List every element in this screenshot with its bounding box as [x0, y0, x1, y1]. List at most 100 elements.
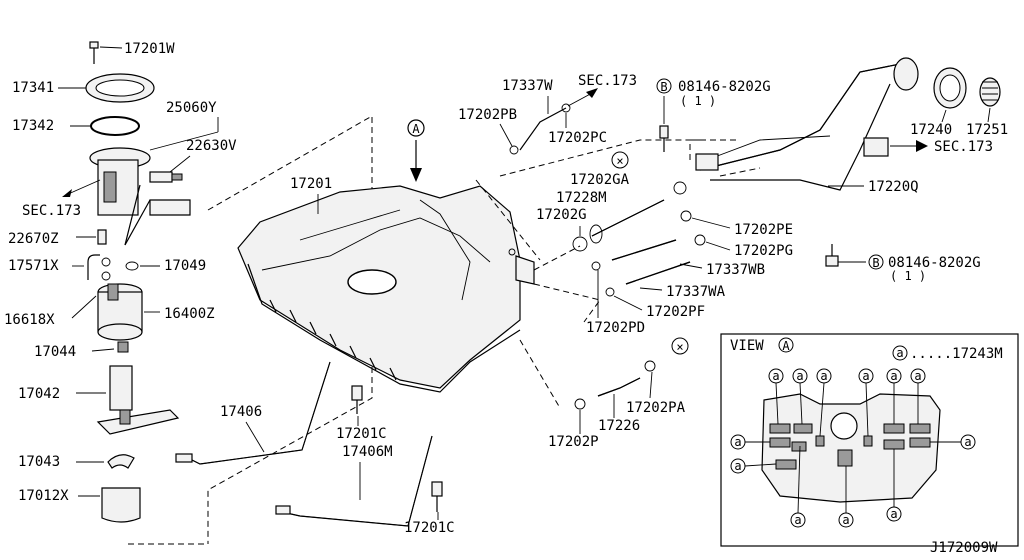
lock-ring-17341-icon [85, 73, 155, 103]
sec173-right-ref: SEC.173 [934, 139, 993, 155]
svg-text:a: a [890, 369, 897, 383]
view-a-title-marker: A [782, 339, 790, 353]
clamp-17202pb-icon [509, 145, 519, 155]
label-17202pf: 17202PF [646, 304, 705, 320]
view-a-inset: VIEW A a .....17243M a [720, 333, 1019, 547]
svg-text:a: a [820, 369, 827, 383]
svg-text:a: a [734, 435, 741, 449]
filler-ring-17240-icon [933, 67, 967, 109]
label-17201: 17201 [290, 176, 332, 192]
bolt-17201c-b-icon [431, 481, 443, 512]
tank-strap-17406-icon [175, 361, 331, 465]
label-17049: 17049 [164, 258, 206, 274]
clamp-17202pf-icon [605, 287, 615, 297]
gasket-17342-icon [90, 116, 140, 136]
o-ring-icon [101, 257, 111, 267]
label-17228m: 17228M [556, 190, 607, 206]
label-17337w: 17337W [502, 78, 553, 94]
strainer-17012x-icon [101, 487, 141, 523]
view-a-title: VIEW [730, 338, 764, 354]
label-22630v: 22630V [186, 138, 237, 154]
label-17220q: 17220Q [868, 179, 919, 195]
clamp-17202p-icon [574, 398, 586, 410]
label-17202pe: 17202PE [734, 222, 793, 238]
pads [769, 423, 931, 470]
bolt-b-right: B 08146-8202G ( 1 ) [825, 244, 981, 283]
label-16400z: 16400Z [164, 306, 215, 322]
a-markers: a a a a a a a a a [730, 368, 976, 528]
label-16618x: 16618X [4, 312, 55, 328]
label-17202pg: 17202PG [734, 243, 793, 259]
bolt-right-qty: ( 1 ) [890, 269, 926, 283]
bolt-17201c-a-icon [351, 385, 363, 414]
svg-text:a: a [890, 507, 897, 521]
arrow-left-icon [62, 189, 72, 197]
cross-marker-upper: × [611, 151, 629, 169]
arrow-up-right-icon [586, 88, 598, 98]
svg-text:a: a [734, 459, 741, 473]
o-ring-icon [101, 271, 111, 281]
bolt-b-top: B 08146-8202G ( 1 ) [656, 78, 771, 152]
assembly-leader-dashes [207, 115, 373, 544]
fuel-filter-16400z-icon [97, 283, 143, 341]
svg-text:×: × [676, 340, 683, 354]
sec173-left-ref: SEC.173 [22, 203, 81, 219]
diagram-code: J172009W [930, 540, 998, 556]
connector-22670z-icon [97, 229, 107, 245]
label-17342: 17342 [12, 118, 54, 134]
svg-text:a: a [896, 346, 903, 360]
hose-group: 17337W SEC.173 17202P B 17202PC × 17202GA… [458, 73, 793, 450]
label-17044: 17044 [34, 344, 76, 360]
pump-assembly-group: 17201W 17341 17342 25060Y 2263 [4, 41, 237, 523]
clamp-17202ga-icon [673, 181, 687, 195]
view-a-marker-label: A [412, 122, 420, 136]
svg-text:×: × [616, 154, 623, 168]
svg-text:a: a [796, 369, 803, 383]
clamp-17202pc-icon [561, 103, 571, 113]
bolt-top-code: 08146-8202G [678, 79, 771, 95]
label-17202ga: 17202GA [570, 172, 630, 188]
label-17240: 17240 [910, 122, 952, 138]
view-a-marker: A [407, 119, 425, 182]
label-25060y: 25060Y [166, 100, 217, 116]
label-17341: 17341 [12, 80, 54, 96]
label-17201c-a: 17201C [336, 426, 387, 442]
label-17043: 17043 [18, 454, 60, 470]
fuel-pump-17042-icon [96, 365, 180, 435]
arrow-right-icon [916, 140, 928, 152]
bolt-top-qty: ( 1 ) [680, 94, 716, 108]
clamp-17202pa-icon [644, 360, 656, 372]
label-17406: 17406 [220, 404, 262, 420]
label-17202pa: 17202PA [626, 400, 686, 416]
svg-text:a: a [964, 435, 971, 449]
cross-marker-lower: × [671, 337, 689, 355]
label-17012x: 17012X [18, 488, 69, 504]
label-17337wb: 17337WB [706, 262, 765, 278]
fuel-pump-module-25060y-icon [89, 147, 191, 246]
filler-tube-17220q-icon [695, 57, 919, 191]
label-17226: 17226 [598, 418, 640, 434]
label-17406m: 17406M [342, 444, 393, 460]
clamp-17202pe-icon [680, 210, 692, 222]
svg-text:a: a [794, 513, 801, 527]
fuel-tank-17201-icon [237, 185, 535, 393]
fuel-cap-17251-icon [979, 77, 1001, 107]
label-17201c-b: 17201C [404, 520, 455, 536]
label-17201w: 17201W [124, 41, 175, 57]
clamp-17202pg-icon [694, 234, 706, 246]
label-17042: 17042 [18, 386, 60, 402]
sensor-22630v-icon [149, 171, 183, 183]
hose-17571x-icon [87, 254, 100, 280]
clip-17043-icon [107, 454, 135, 469]
sec173-mid-ref: SEC.173 [578, 73, 637, 89]
tank-strap-17406m-icon [275, 435, 433, 527]
label-17202p: 17202P [548, 434, 599, 450]
bolt-right-code: 08146-8202G [888, 255, 981, 271]
label-17202pd: 17202PD [586, 320, 645, 336]
svg-text:B: B [660, 80, 667, 94]
svg-text:a: a [842, 513, 849, 527]
screw-17201w-icon [89, 41, 99, 64]
label-17202pc: 17202PC [548, 130, 607, 146]
svg-text:a: a [772, 369, 779, 383]
